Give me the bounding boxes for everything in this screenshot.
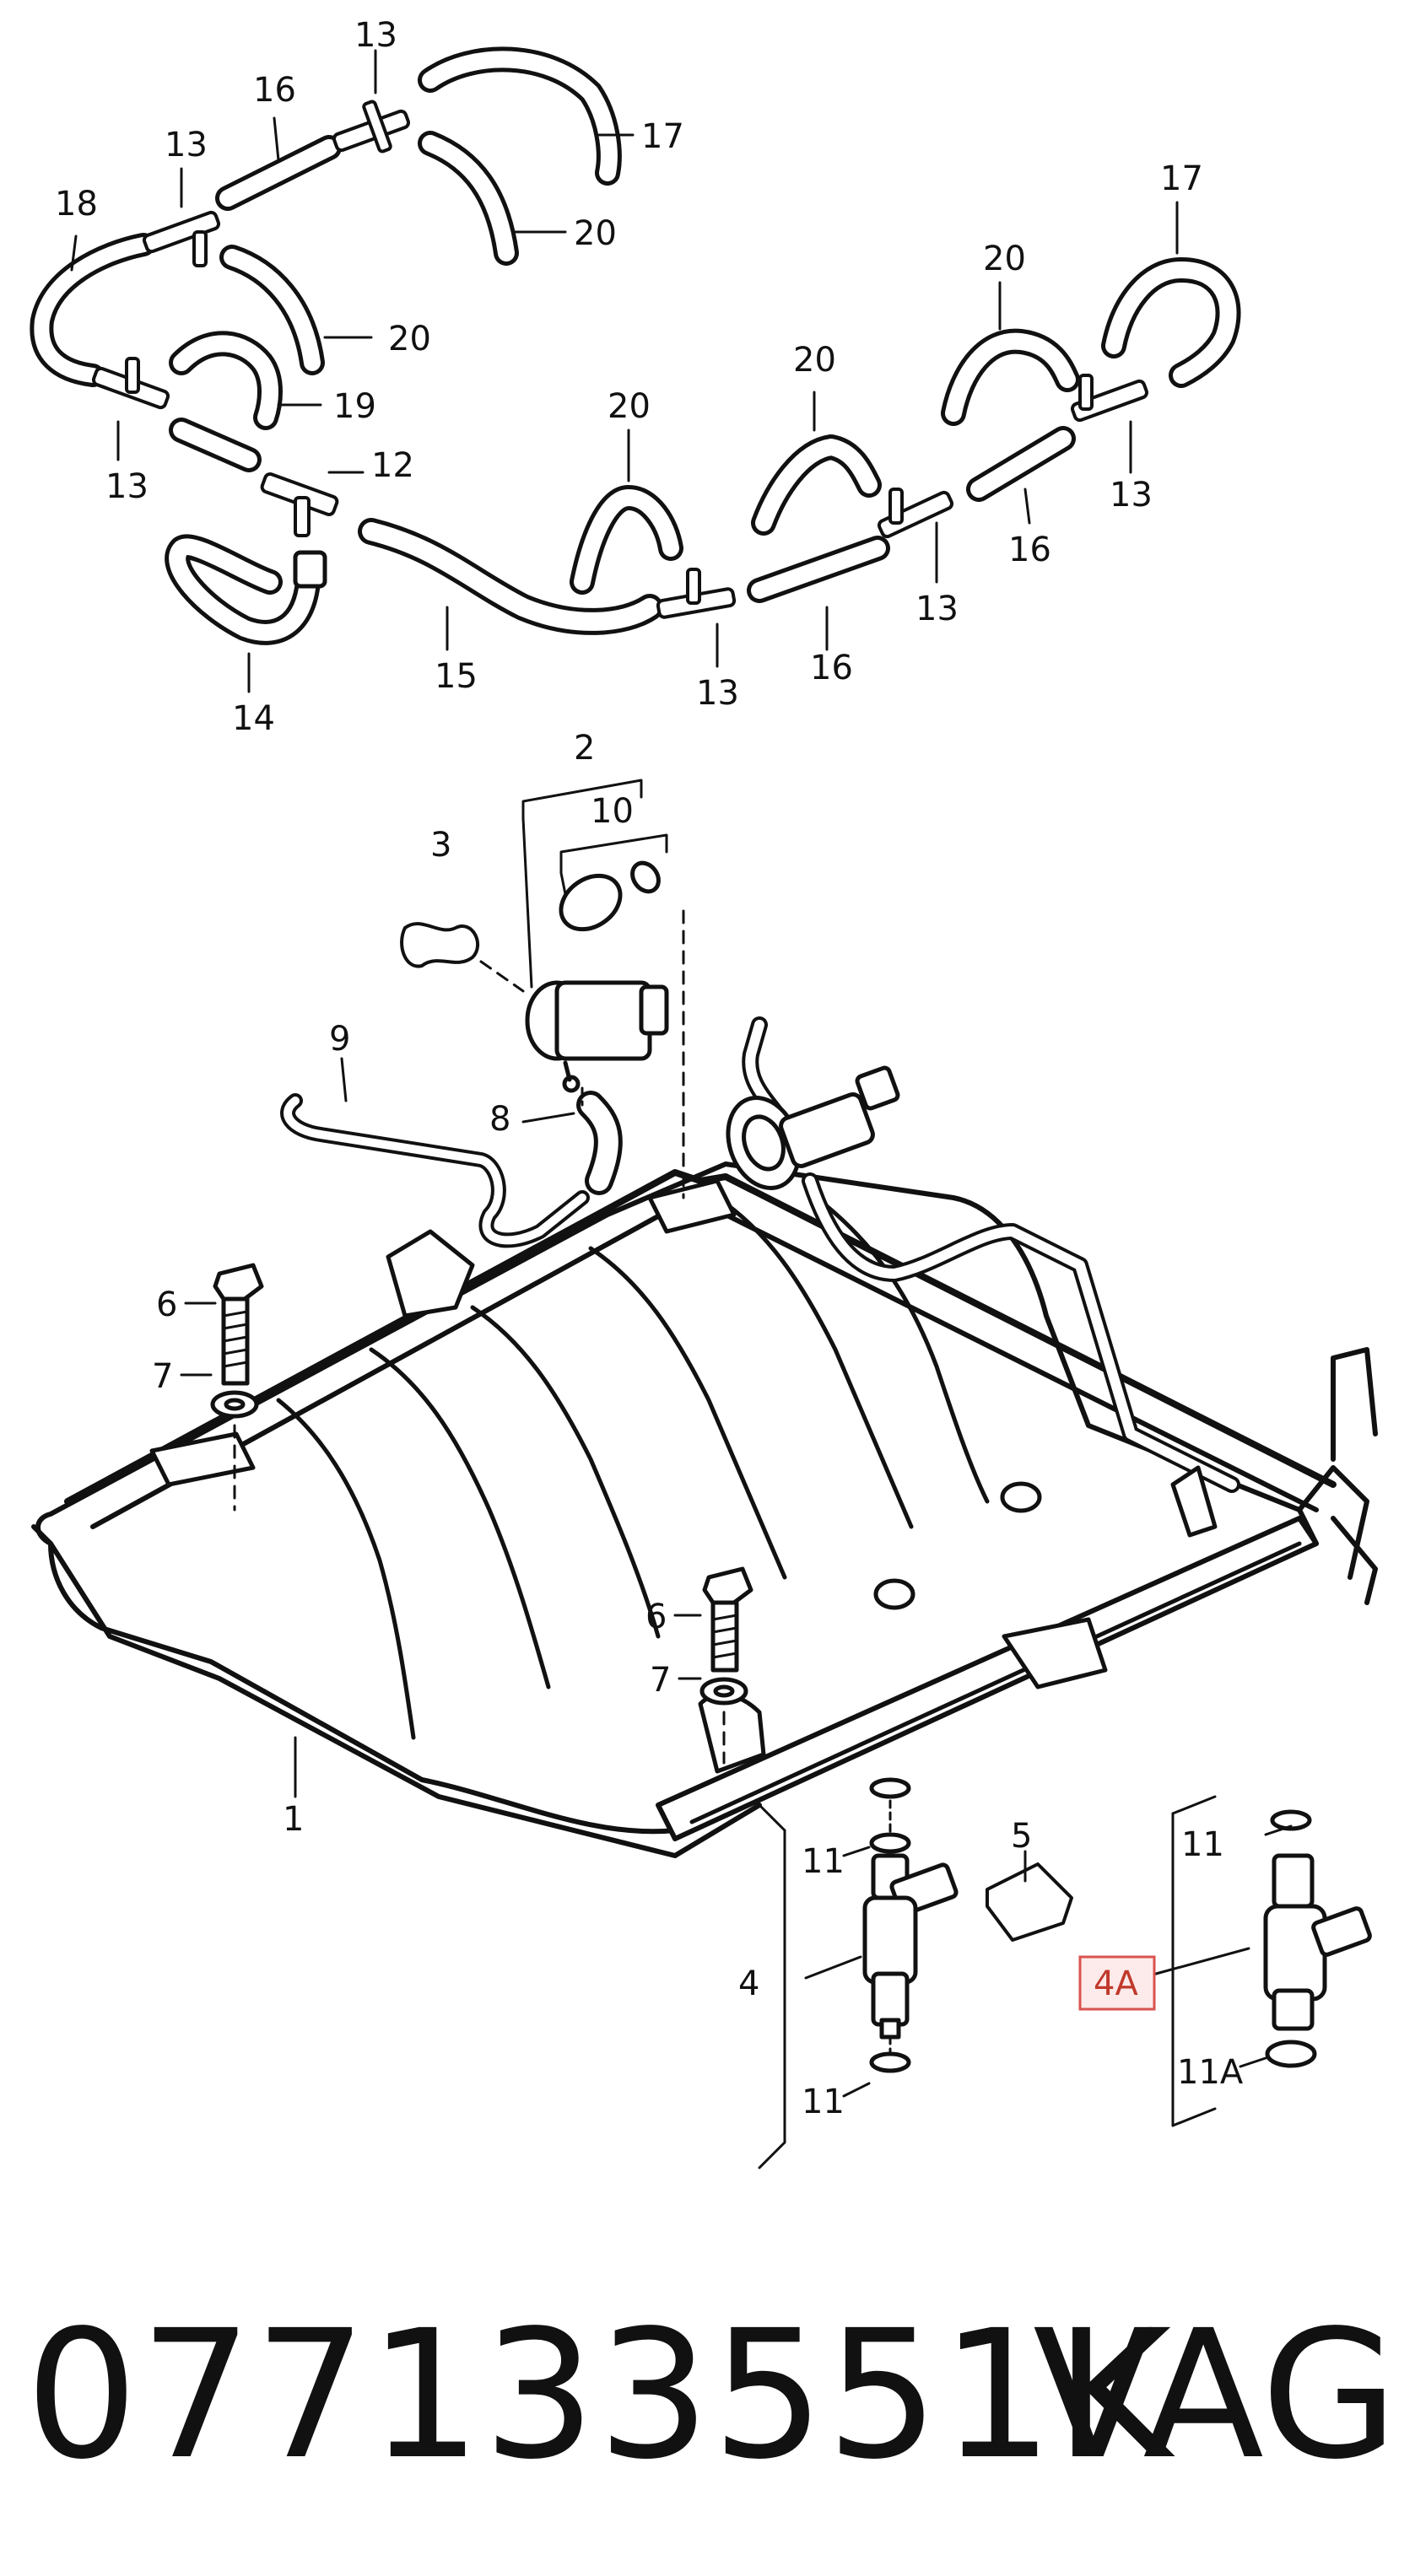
callout-16: 16 (253, 71, 296, 110)
fuel-fitting (726, 1065, 900, 1190)
callout-20: 20 (793, 341, 836, 380)
callout-16: 16 (810, 649, 853, 687)
washer-7-mid (699, 1677, 748, 1706)
callout-13: 13 (105, 467, 149, 506)
callout-13: 13 (915, 590, 959, 628)
bolt-6-left (213, 1263, 264, 1386)
vacuum-hose-assembly (30, 46, 1241, 645)
callout-13: 13 (1110, 476, 1153, 515)
callout-4: 4 (738, 1964, 759, 2003)
callout-7: 7 (650, 1661, 671, 1700)
highlight-box-4a (1078, 1955, 1156, 2011)
callout-5: 5 (1011, 1817, 1032, 1856)
callout-11: 11 (1181, 1825, 1224, 1864)
callout-12: 12 (371, 446, 414, 485)
connector-13 (332, 100, 411, 154)
callout-19: 19 (333, 387, 376, 426)
callout-13: 13 (696, 674, 739, 713)
callout-1: 1 (283, 1800, 304, 1839)
callout-20: 20 (388, 320, 431, 358)
callout-2: 2 (574, 729, 595, 768)
callout-20: 20 (574, 214, 617, 253)
pressure-regulator (525, 860, 669, 1093)
clip-5 (986, 1862, 1073, 1942)
callout-11: 11 (802, 2083, 845, 2121)
injector-4a (1263, 1809, 1372, 2068)
callout-4a: 4A (1094, 1964, 1138, 2003)
callout-10: 10 (591, 792, 634, 831)
callout-13: 13 (354, 16, 397, 55)
callout-3: 3 (430, 826, 451, 865)
callout-15: 15 (435, 657, 478, 696)
washer-7-left (210, 1390, 259, 1419)
brand-name: VAG (1033, 2292, 1398, 2498)
callout-14: 14 (232, 699, 275, 738)
bolt-6-mid (702, 1566, 753, 1673)
callout-18: 18 (55, 185, 98, 224)
callout-17: 17 (1160, 159, 1203, 198)
callout-11a: 11A (1177, 2053, 1244, 2092)
callout-6: 6 (156, 1285, 177, 1324)
callout-6: 6 (645, 1598, 667, 1636)
callout-8: 8 (489, 1100, 510, 1139)
intake-manifold (31, 1161, 1319, 1858)
injector-4 (862, 1777, 959, 2073)
callout-11: 11 (802, 1842, 845, 1881)
gasket-3 (400, 922, 479, 968)
callout-7: 7 (152, 1357, 173, 1396)
callout-9: 9 (329, 1020, 350, 1059)
part-number: 077133551K (25, 2292, 1174, 2498)
callout-labels: 13 16 17 13 18 20 20 19 13 12 14 15 20 2… (55, 16, 1244, 2121)
footer-caption: 077133551K VAG (25, 2294, 1398, 2497)
callout-13: 13 (165, 126, 208, 164)
callout-20: 20 (983, 240, 1026, 278)
callout-17: 17 (641, 117, 684, 156)
pipe-9 (280, 1093, 590, 1248)
callout-16: 16 (1008, 531, 1051, 569)
callout-20: 20 (608, 387, 651, 426)
